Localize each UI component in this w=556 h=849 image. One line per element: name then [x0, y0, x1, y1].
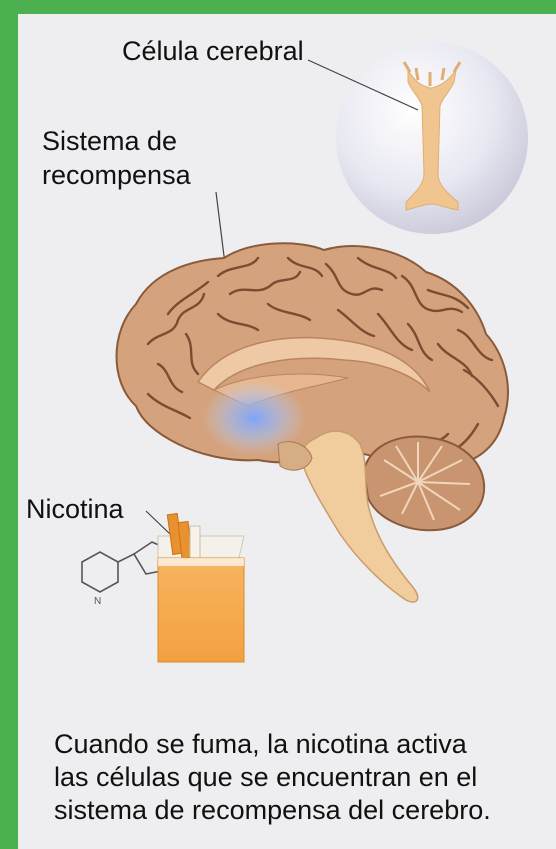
cigarette-pack-icon: [158, 513, 244, 662]
diagram-panel: N N Célula cerebral Sistema de recompens…: [18, 14, 556, 849]
nicotine-leader-line: [146, 511, 170, 534]
brain-cell-magnifier: [336, 42, 528, 234]
nicotine-label: Nicotina: [26, 492, 124, 526]
caption-text: Cuando se fuma, la nicotina activa las c…: [54, 728, 491, 827]
brain-cell-label: Célula cerebral: [122, 34, 304, 68]
reward-system-label: Sistema de recompensa: [42, 124, 191, 192]
svg-text:N: N: [94, 596, 101, 607]
